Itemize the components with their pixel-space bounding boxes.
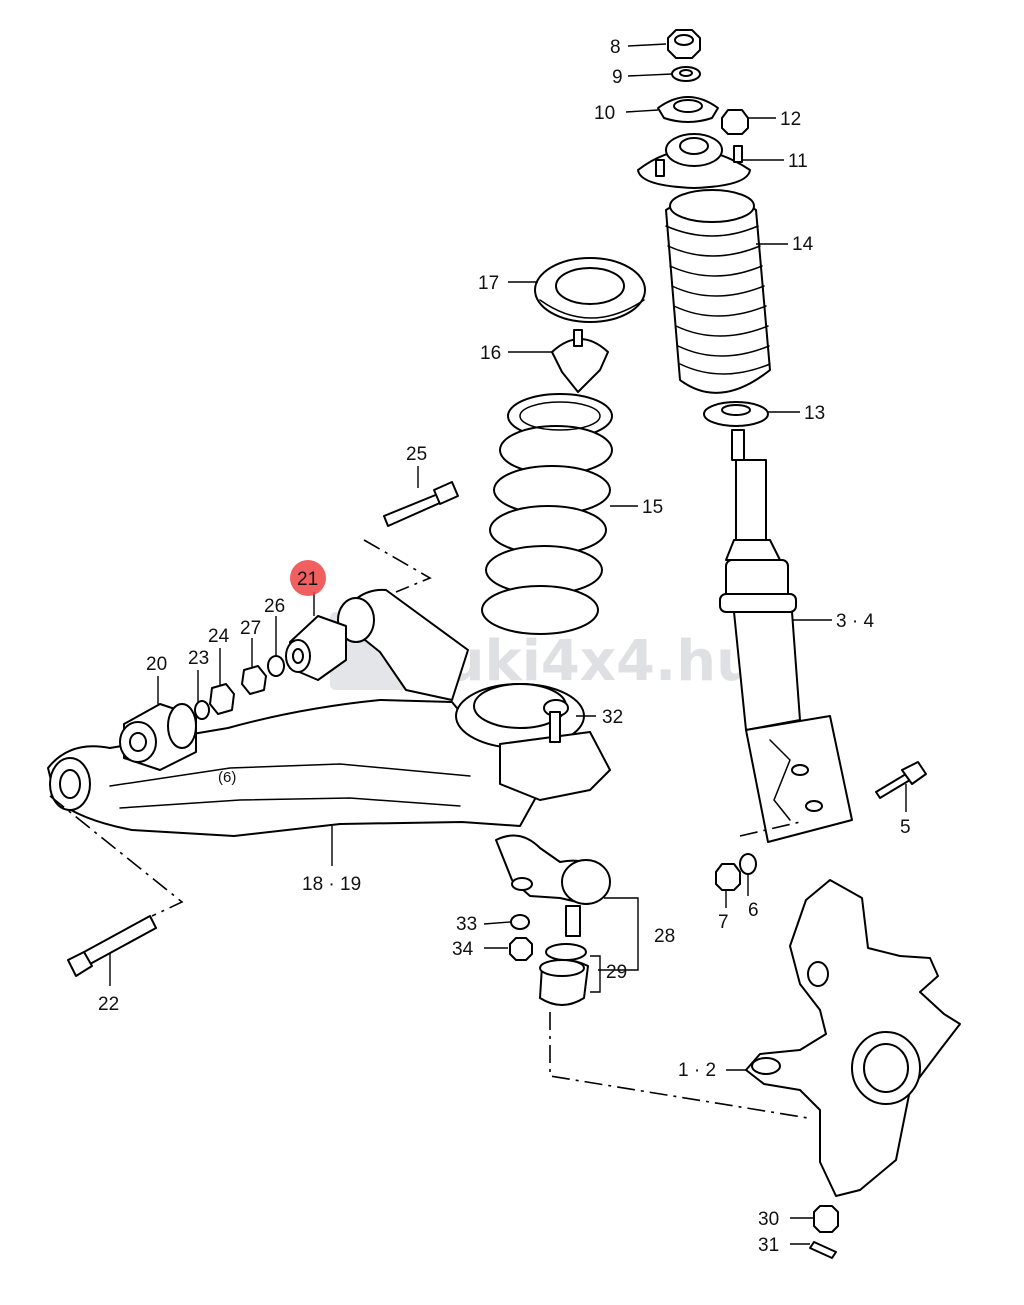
- label-1-2: 1 · 2: [678, 1060, 716, 1081]
- part-18-19-lower-arm: (6): [47, 588, 611, 837]
- part-9-washer: [671, 66, 701, 82]
- label-21: 21: [297, 569, 318, 590]
- label-20: 20: [146, 654, 167, 675]
- label-25: 25: [406, 444, 427, 465]
- part-16-bump-stopper: [551, 329, 609, 393]
- label-33: 33: [456, 914, 477, 935]
- part-28-ball-joint: [495, 834, 611, 937]
- part-11-upper-mount: [637, 133, 751, 189]
- part-32-bolt: [543, 699, 569, 743]
- label-18-19: 18 · 19: [302, 874, 361, 895]
- part-5-bolt: [875, 761, 927, 799]
- leader-lines: [109, 43, 907, 1245]
- label-27: 27: [240, 618, 261, 639]
- part-29-boot: [539, 943, 589, 1006]
- watermark: zuki4x4.hu: [330, 612, 756, 694]
- highlight-marker: [290, 560, 326, 596]
- part-33-washer: [510, 914, 530, 930]
- part-17-spring-insulator: [534, 257, 646, 323]
- label-34: 34: [452, 939, 474, 960]
- label-12: 12: [780, 109, 801, 130]
- label-5: 5: [900, 817, 911, 838]
- part-1-2-knuckle: [745, 879, 961, 1197]
- label-32: 32: [602, 707, 623, 728]
- label-28: 28: [654, 926, 675, 947]
- label-29: 29: [606, 962, 627, 983]
- part-12-nut: [721, 109, 749, 135]
- label-24: 24: [208, 626, 230, 647]
- part-3-4-strut: [719, 429, 853, 843]
- part-30-castle-nut: [813, 1205, 839, 1233]
- part-27-nut: [241, 665, 267, 695]
- assembly-lines: [49, 539, 809, 1119]
- part-23-washer: [194, 700, 210, 720]
- part-20-bushing: [119, 703, 197, 771]
- part-8-nut: [667, 29, 701, 59]
- label-9: 9: [612, 67, 623, 88]
- svg-text:(6): (6): [218, 769, 236, 786]
- part-13-spring-seat: [703, 401, 769, 427]
- part-24-nut: [209, 683, 235, 715]
- label-11: 11: [788, 151, 808, 172]
- part-7-nut: [715, 863, 741, 891]
- part-10-bushing: [657, 96, 719, 123]
- label-15: 15: [642, 497, 663, 518]
- label-22: 22: [98, 994, 119, 1015]
- label-13: 13: [804, 403, 825, 424]
- label-30: 30: [758, 1209, 779, 1230]
- part-22-bolt: [67, 915, 157, 977]
- label-6: 6: [748, 900, 759, 921]
- part-21-bushing: [285, 615, 347, 681]
- part-labels: 8 9 10 12 11 14 17 16 13 25 15 21 26 3 ·…: [98, 37, 911, 1256]
- label-10: 10: [594, 103, 615, 124]
- label-14: 14: [792, 234, 814, 255]
- label-23: 23: [188, 648, 209, 669]
- label-7: 7: [718, 912, 729, 933]
- label-31: 31: [758, 1235, 779, 1256]
- label-16: 16: [480, 343, 501, 364]
- label-3-4: 3 · 4: [836, 611, 874, 632]
- part-14-dust-boot: [665, 189, 771, 394]
- label-8: 8: [610, 37, 621, 58]
- part-31-cotter-pin: [809, 1241, 837, 1259]
- part-34-nut: [509, 937, 533, 961]
- label-26: 26: [264, 596, 285, 617]
- label-17: 17: [478, 273, 499, 294]
- part-15-coil-spring: [481, 393, 613, 635]
- part-26-washer: [267, 655, 285, 677]
- part-6-washer: [739, 853, 757, 875]
- svg-text:zuki4x4.hu: zuki4x4.hu: [412, 629, 756, 694]
- part-25-bolt: [383, 481, 459, 527]
